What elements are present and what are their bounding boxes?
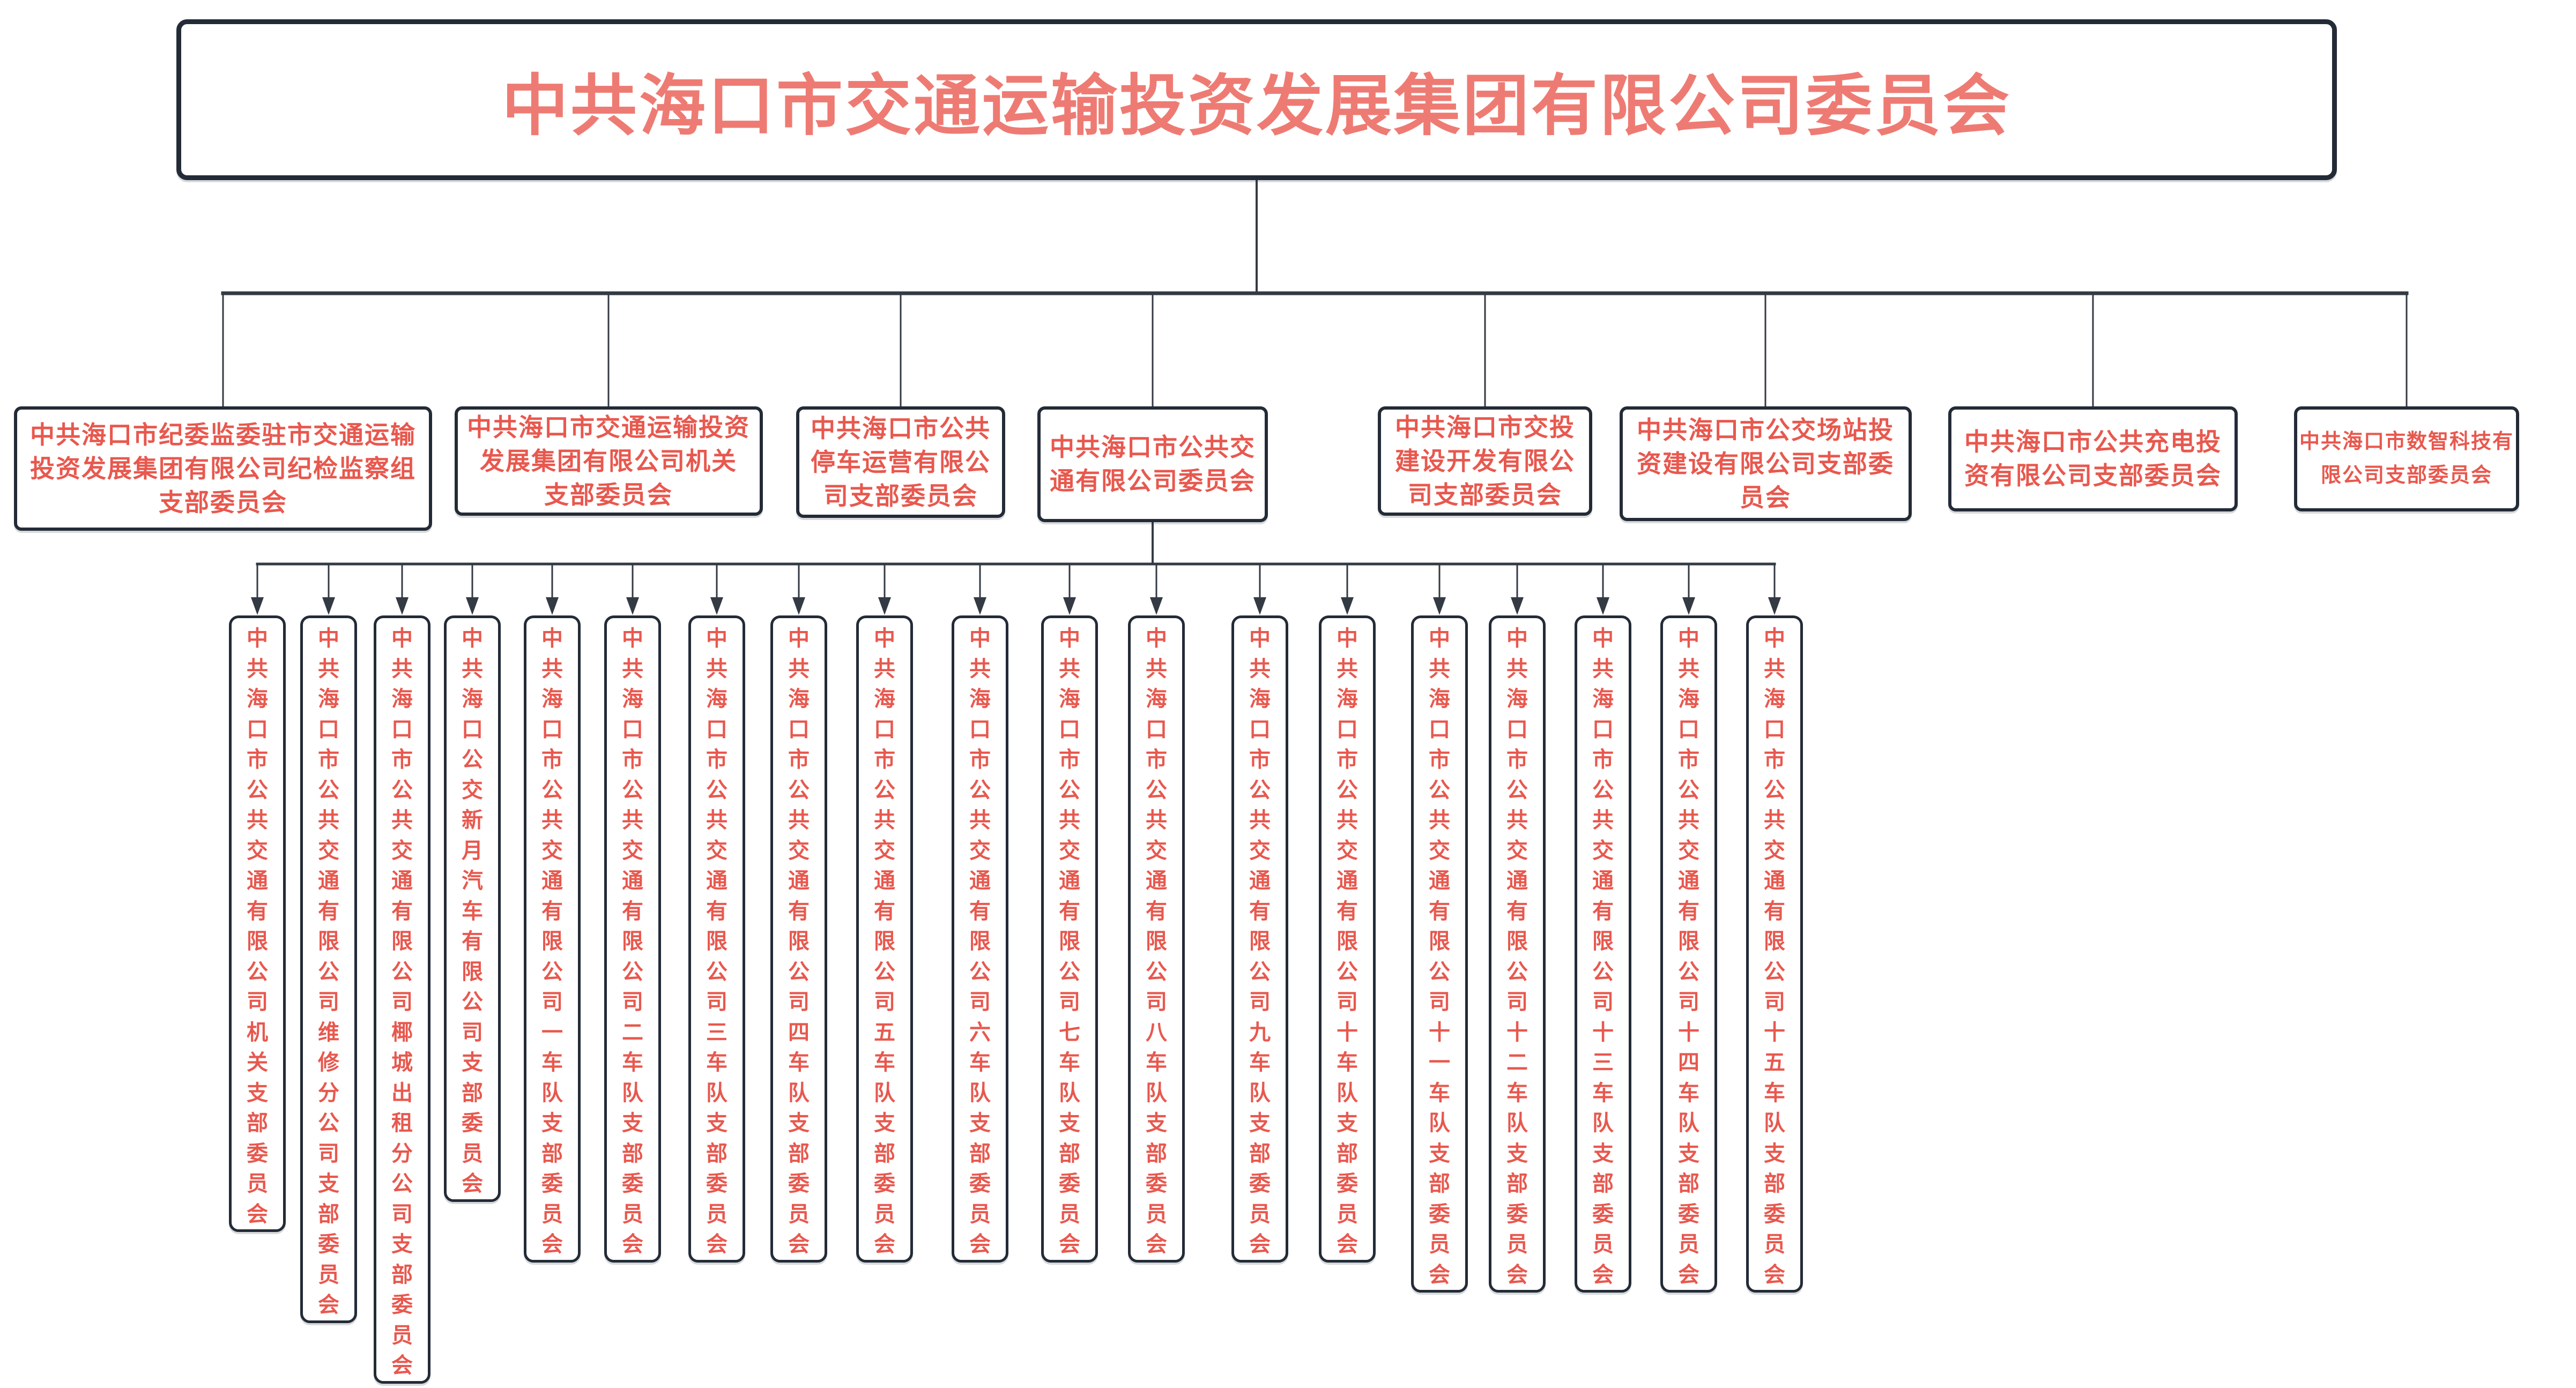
level3-node-15: 中 共 海 口 市 公 共 交 通 有 限 公 司 十 一 车 队 支 部 委 … (1411, 615, 1468, 1293)
level3-node-7: 中 共 海 口 市 公 共 交 通 有 限 公 司 三 车 队 支 部 委 员 … (688, 615, 745, 1263)
level2-node-8: 中共海口市数智科技有 限公司支部委员会 (2294, 406, 2519, 511)
level3-node-3: 中 共 海 口 市 公 共 交 通 有 限 公 司 椰 城 出 租 分 公 司 … (374, 615, 430, 1384)
level3-node-1: 中 共 海 口 市 公 共 交 通 有 限 公 司 机 关 支 部 委 员 会 (229, 615, 286, 1232)
org-chart-root-node: 中共海口市交通运输投资发展集团有限公司委员会 (176, 19, 2337, 180)
level2-node-6: 中共海口市公交场站投 资建设有限公司支部委 员会 (1619, 406, 1912, 521)
level3-node-14: 中 共 海 口 市 公 共 交 通 有 限 公 司 十 车 队 支 部 委 员 … (1319, 615, 1376, 1263)
level3-node-4: 中 共 海 口 公 交 新 月 汽 车 有 限 公 司 支 部 委 员 会 (444, 615, 501, 1202)
level3-node-11: 中 共 海 口 市 公 共 交 通 有 限 公 司 七 车 队 支 部 委 员 … (1041, 615, 1098, 1263)
level3-node-16: 中 共 海 口 市 公 共 交 通 有 限 公 司 十 二 车 队 支 部 委 … (1489, 615, 1546, 1293)
level3-node-17: 中 共 海 口 市 公 共 交 通 有 限 公 司 十 三 车 队 支 部 委 … (1575, 615, 1631, 1293)
level3-node-5: 中 共 海 口 市 公 共 交 通 有 限 公 司 一 车 队 支 部 委 员 … (524, 615, 581, 1263)
level2-node-2: 中共海口市交通运输投资 发展集团有限公司机关 支部委员会 (454, 406, 763, 516)
level2-node-5: 中共海口市交投 建设开发有限公 司支部委员会 (1378, 406, 1592, 516)
level3-node-8: 中 共 海 口 市 公 共 交 通 有 限 公 司 四 车 队 支 部 委 员 … (770, 615, 827, 1263)
level3-node-13: 中 共 海 口 市 公 共 交 通 有 限 公 司 九 车 队 支 部 委 员 … (1231, 615, 1288, 1263)
level2-node-4: 中共海口市公共交 通有限公司委员会 (1037, 406, 1268, 522)
level3-node-6: 中 共 海 口 市 公 共 交 通 有 限 公 司 二 车 队 支 部 委 员 … (604, 615, 661, 1263)
level3-node-18: 中 共 海 口 市 公 共 交 通 有 限 公 司 十 四 车 队 支 部 委 … (1660, 615, 1717, 1293)
level2-node-7: 中共海口市公共充电投 资有限公司支部委员会 (1948, 406, 2238, 511)
level3-node-19: 中 共 海 口 市 公 共 交 通 有 限 公 司 十 五 车 队 支 部 委 … (1746, 615, 1803, 1293)
level2-node-3: 中共海口市公共 停车运营有限公 司支部委员会 (796, 406, 1005, 518)
level3-node-2: 中 共 海 口 市 公 共 交 通 有 限 公 司 维 修 分 公 司 支 部 … (300, 615, 357, 1323)
level3-node-12: 中 共 海 口 市 公 共 交 通 有 限 公 司 八 车 队 支 部 委 员 … (1128, 615, 1185, 1263)
level3-node-10: 中 共 海 口 市 公 共 交 通 有 限 公 司 六 车 队 支 部 委 员 … (952, 615, 1008, 1263)
level2-node-1: 中共海口市纪委监委驻市交通运输 投资发展集团有限公司纪检监察组 支部委员会 (14, 406, 432, 531)
level3-node-9: 中 共 海 口 市 公 共 交 通 有 限 公 司 五 车 队 支 部 委 员 … (856, 615, 913, 1263)
